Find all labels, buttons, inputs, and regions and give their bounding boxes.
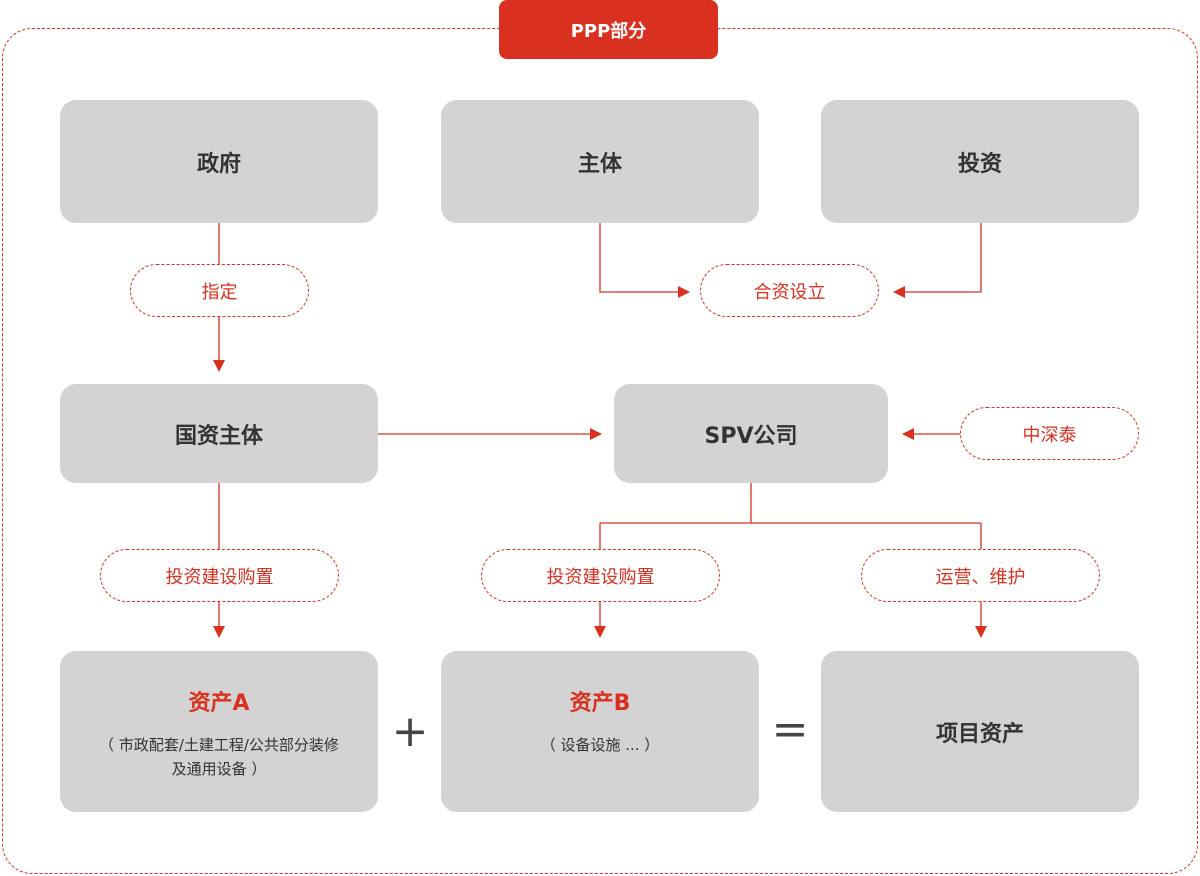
label-designate: 指定 xyxy=(130,264,309,317)
node-state-entity-label: 国资主体 xyxy=(174,423,263,449)
node-project-assets-label: 项目资产 xyxy=(935,721,1024,747)
node-asset-b: 资产B （ 设备设施 ... ） xyxy=(441,651,759,812)
node-investment-label: 投资 xyxy=(957,151,1002,177)
label-zhongshentai-text: 中深泰 xyxy=(1022,424,1077,446)
node-asset-a: 资产A （ 市政配套/土建工程/公共部分装修 及通用设备 ） xyxy=(60,651,378,812)
arrow-to-spv-right xyxy=(902,428,914,440)
label-operate-maintain-text: 运营、维护 xyxy=(935,566,1026,588)
label-zhongshentai: 中深泰 xyxy=(960,407,1139,460)
line-subject-joint-venture xyxy=(599,223,679,293)
label-joint-venture-text: 合资设立 xyxy=(753,281,826,303)
arrow-to-asset-b xyxy=(594,626,606,638)
line-investment-joint-venture xyxy=(904,223,982,293)
asset-b-title: 资产B xyxy=(569,691,631,716)
equals-operator: = xyxy=(771,704,809,755)
node-government: 政府 xyxy=(60,100,378,223)
node-spv: SPV公司 xyxy=(614,384,888,483)
label-designate-text: 指定 xyxy=(201,281,238,303)
label-joint-venture: 合资设立 xyxy=(700,264,879,317)
plus-operator: + xyxy=(391,706,429,757)
section-title: PPP部分 xyxy=(570,20,647,42)
arrow-to-asset-a xyxy=(213,626,225,638)
arrow-to-joint-venture-right xyxy=(893,286,905,298)
section-title-tab: PPP部分 xyxy=(499,0,718,59)
asset-a-desc-line1: （ 市政配套/土建工程/公共部分装修 xyxy=(99,736,339,754)
label-operate-maintain: 运营、维护 xyxy=(861,549,1100,602)
arrow-to-spv-left xyxy=(590,428,602,440)
asset-b-desc: （ 设备设施 ... ） xyxy=(540,736,660,754)
node-government-label: 政府 xyxy=(196,151,241,177)
arrow-to-state-entity xyxy=(213,360,225,372)
label-invest-build-a: 投资建设购置 xyxy=(100,549,339,602)
arrow-to-project-assets xyxy=(975,626,987,638)
node-investment: 投资 xyxy=(821,100,1139,223)
label-invest-build-a-text: 投资建设购置 xyxy=(165,566,274,588)
node-subject-label: 主体 xyxy=(577,151,622,177)
label-invest-build-b-text: 投资建设购置 xyxy=(546,566,655,588)
node-subject: 主体 xyxy=(441,100,759,223)
node-project-assets: 项目资产 xyxy=(821,651,1139,812)
node-spv-label: SPV公司 xyxy=(704,423,798,449)
node-state-entity: 国资主体 xyxy=(60,384,378,483)
arrow-to-joint-venture-left xyxy=(678,286,690,298)
asset-a-title: 资产A xyxy=(188,691,250,716)
asset-a-desc-line2: 及通用设备 ） xyxy=(171,760,267,778)
label-invest-build-b: 投资建设购置 xyxy=(481,549,720,602)
